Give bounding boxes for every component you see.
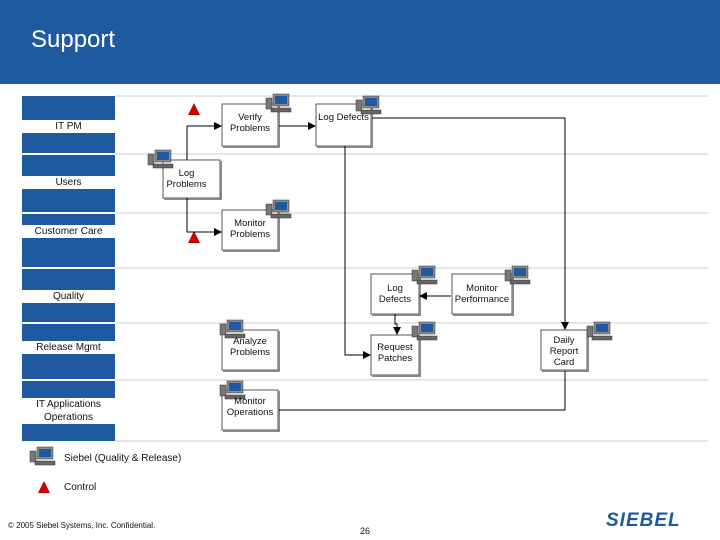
box-label-monitor-problems: Monitor Problems [229,218,271,240]
box-monitor-performance [451,273,513,315]
lane-label-it-applications-operations: IT Applications Operations [22,398,115,424]
box-label-log-defects-quality: Log Defects [378,283,412,305]
control-triangle-icon [38,481,50,493]
lane-label-users: Users [22,176,115,189]
legend-siebel-label: Siebel (Quality & Release) [64,453,182,464]
control-triangle-icon [188,231,200,243]
box-label-log-problems: Log Problems [166,168,207,190]
box-label-log-defects-top: Log Defects [318,112,369,123]
computer-icon [29,446,56,466]
page-number: 26 [360,526,371,536]
box-monitor-problems [221,209,279,251]
copyright-text: © 2005 Siebel Systems, Inc. Confidential… [8,521,156,530]
box-label-verify-problems: Verify Problems [229,112,271,134]
legend-control-label: Control [64,482,97,493]
lane-label-it-pm: IT PM [22,120,115,133]
lane-label-quality: Quality [22,290,115,303]
box-daily-report-card [540,329,588,371]
box-label-request-patches: Request Patches [377,342,413,364]
computer-icon [586,321,613,341]
box-label-analyze-problems: Analyze Problems [229,336,271,358]
header-band [0,0,720,84]
page-title: Support [31,26,116,53]
box-label-monitor-operations: Monitor Operations [226,396,274,418]
box-label-daily-report-card: Daily Report Card [549,335,579,368]
siebel-logo: SIEBEL [606,510,681,531]
lane-separators [22,153,115,381]
lane-label-release-mgmt: Release Mgmt [22,341,115,354]
lane-gridlines [115,95,708,442]
control-triangle-icon [188,103,200,115]
box-request-patches [370,334,420,376]
computer-icon [147,149,174,169]
lane-label-customer-care: Customer Care [22,225,115,238]
box-label-monitor-performance: Monitor Performance [454,283,510,305]
